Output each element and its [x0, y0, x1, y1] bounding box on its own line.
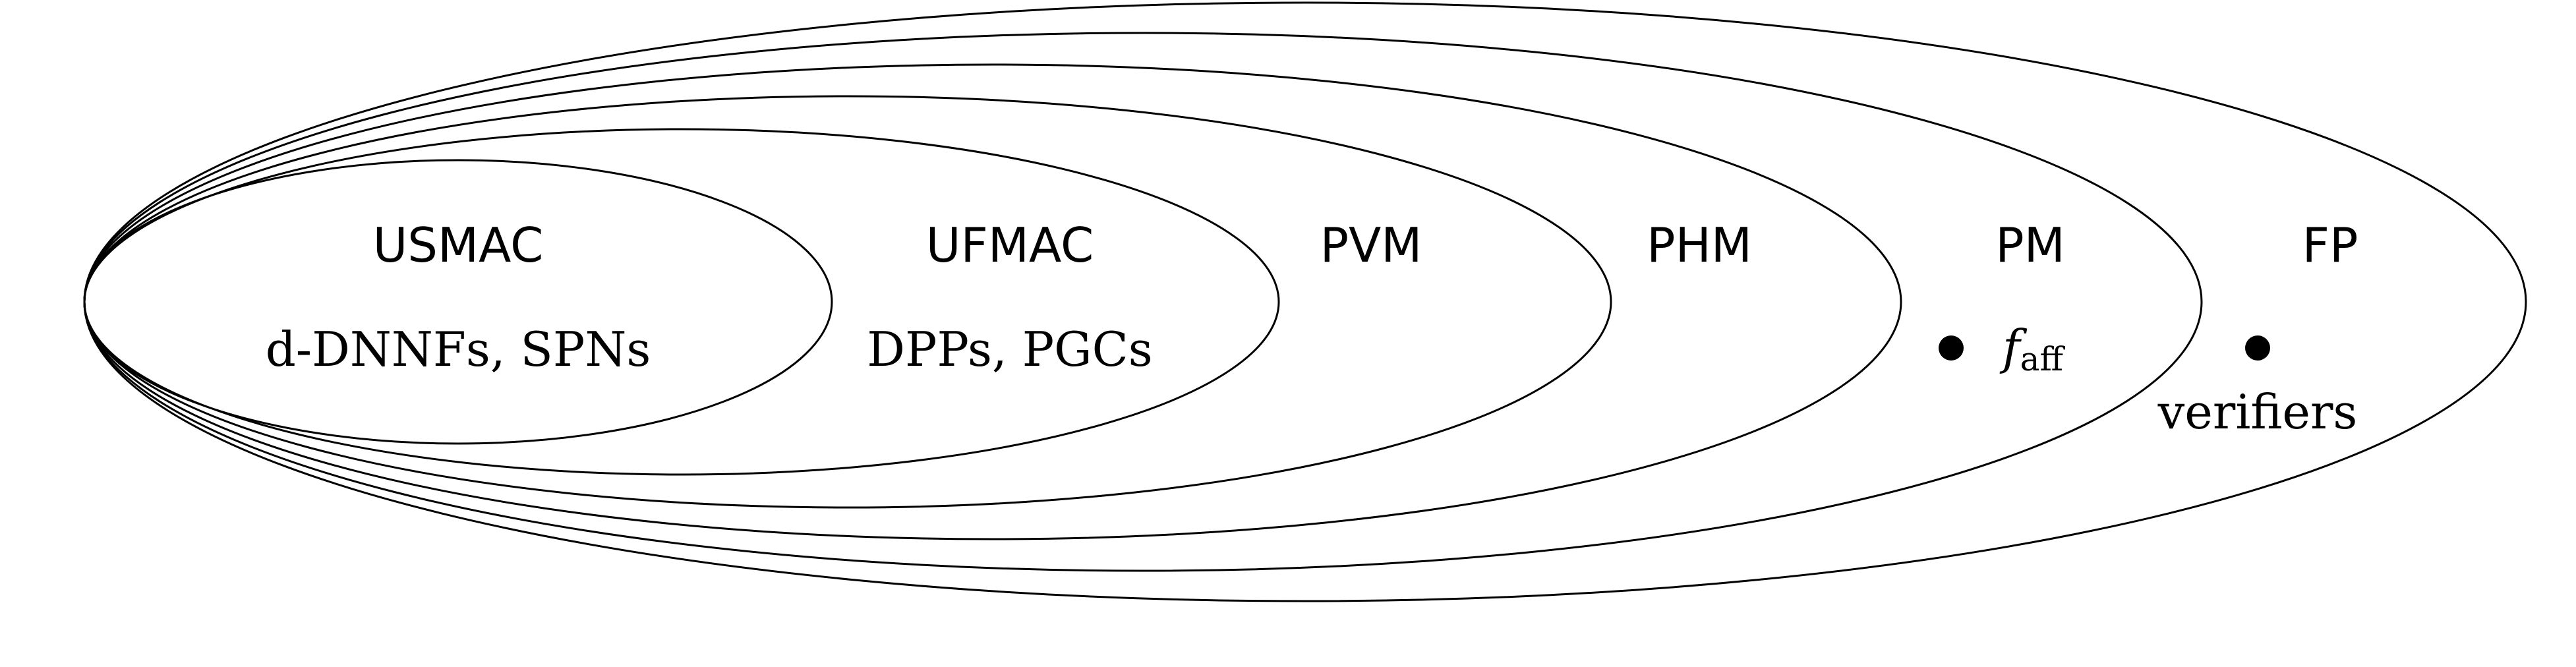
member-label-verifiers: verifiers: [2157, 384, 2358, 440]
examples-ufmac: DPPs, PGCs: [867, 322, 1152, 377]
ellipse-pvm: [83, 95, 1612, 509]
class-label-ufmac: UFMAC: [926, 218, 1094, 273]
ellipse-fp: [83, 1, 2527, 602]
class-label-usmac: USMAC: [373, 218, 544, 273]
ellipse-phm: [83, 63, 1902, 540]
class-label-pvm: PVM: [1320, 218, 1422, 273]
class-label-pm: PM: [1995, 218, 2065, 273]
ellipse-pm: [83, 32, 2203, 572]
member-dot-pm: [1939, 335, 1964, 361]
class-label-phm: PHM: [1647, 218, 1752, 273]
ellipse-usmac: [83, 159, 833, 445]
examples-usmac: d-DNNFs, SPNs: [266, 322, 651, 377]
member-label-faff: faff: [1999, 320, 2065, 378]
member-dot-fp: [2245, 335, 2270, 361]
class-label-fp: FP: [2302, 218, 2358, 273]
member-label-faff-sub: aff: [2020, 340, 2066, 378]
